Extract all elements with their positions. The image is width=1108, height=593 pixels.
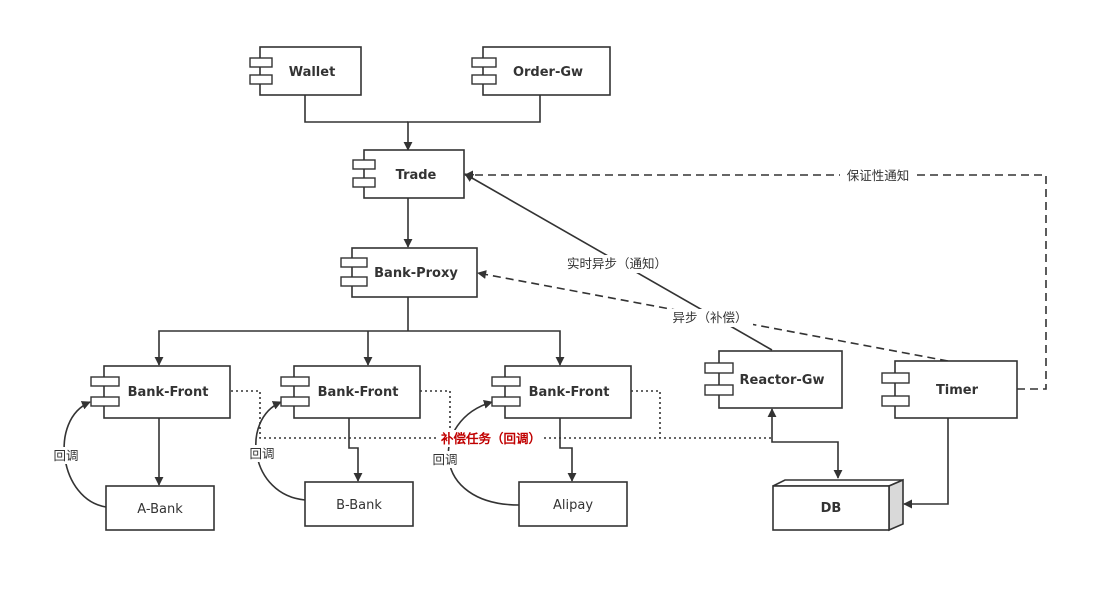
node-bank-front-2[interactable]: Bank-Front [280,365,421,419]
edge-timer-db [903,418,949,509]
node-wallet-label: Wallet [289,65,336,80]
component-tab-icon [471,74,497,85]
node-order-gw[interactable]: Order-Gw [471,46,611,96]
node-a-bank-label: A-Bank [137,502,183,517]
node-db-label: DB [821,501,842,516]
edge-timer-trade [464,170,1047,390]
node-trade-label: Trade [396,168,437,183]
component-tab-icon [471,57,497,68]
node-order-gw-label: Order-Gw [513,65,583,80]
label-guarantee-notify: 保证性通知 [847,168,910,183]
edge-ordergw-trade [403,95,541,151]
node-bank-front-1[interactable]: Bank-Front [90,365,231,419]
component-tab-icon [881,372,910,384]
node-b-bank-label: B-Bank [336,498,382,513]
label-callback-a: 回调 [53,448,78,463]
label-callback-alipay: 回调 [432,452,457,467]
component-tab-icon [90,396,120,407]
node-timer-label: Timer [936,383,979,398]
node-alipay-label: Alipay [553,498,593,513]
edge-front3-compensation [631,390,661,438]
node-reactor-gw[interactable]: Reactor-Gw [704,350,843,409]
node-bank-front-3-label: Bank-Front [529,385,610,400]
edge-reactor-db [771,438,843,479]
edge-front3-alipay [559,418,577,482]
label-realtime-async-group: 实时异步（通知） [562,255,672,273]
node-b-bank[interactable]: B-Bank [304,481,414,527]
label-compensation-task: 补偿任务（回调） [440,431,541,446]
node-bank-proxy-label: Bank-Proxy [374,266,458,281]
component-tab-icon [704,384,734,396]
label-async-compensate: 异步（补偿） [672,310,747,325]
edge-bankproxy-front3 [408,330,565,366]
node-trade[interactable]: Trade [352,149,465,199]
db-top-face [772,479,904,487]
db-side-face [888,478,904,532]
label-callback-b: 回调 [249,446,274,461]
component-tab-icon [249,74,273,85]
node-timer[interactable]: Timer [881,360,1018,419]
edge-bankproxy-front1 [154,330,408,366]
edge-front2-bbank [348,418,363,482]
component-tab-icon [249,57,273,68]
label-callback-alipay-group: 回调 [429,451,461,468]
node-reactor-gw-label: Reactor-Gw [740,373,825,388]
node-bank-front-1-label: Bank-Front [128,385,209,400]
component-tab-icon [881,395,910,407]
component-tab-icon [352,159,376,170]
label-guarantee-notify-group: 保证性通知 [840,166,916,184]
component-tab-icon [491,376,521,387]
component-tab-icon [90,376,120,387]
component-tab-icon [280,396,310,407]
label-compensation-task-group: 补偿任务（回调） [438,430,544,447]
label-realtime-async-notify: 实时异步（通知） [567,256,667,271]
component-tab-icon [340,276,368,287]
node-a-bank[interactable]: A-Bank [105,485,215,531]
node-alipay[interactable]: Alipay [518,481,628,527]
label-callback-a-group: 回调 [50,447,82,464]
component-tab-icon [352,177,376,188]
label-callback-b-group: 回调 [246,445,278,462]
component-tab-icon [340,257,368,268]
component-tab-icon [280,376,310,387]
edge-wallet-trade [304,95,408,123]
node-bank-front-2-label: Bank-Front [318,385,399,400]
edge-front2-compensation [420,390,451,438]
label-async-compensate-group: 异步（补偿） [667,309,753,327]
node-bank-front-3[interactable]: Bank-Front [491,365,632,419]
component-tab-icon [491,396,521,407]
component-tab-icon [704,362,734,374]
node-bank-proxy[interactable]: Bank-Proxy [340,247,478,298]
node-db[interactable]: DB [772,478,904,532]
node-wallet[interactable]: Wallet [249,46,362,96]
